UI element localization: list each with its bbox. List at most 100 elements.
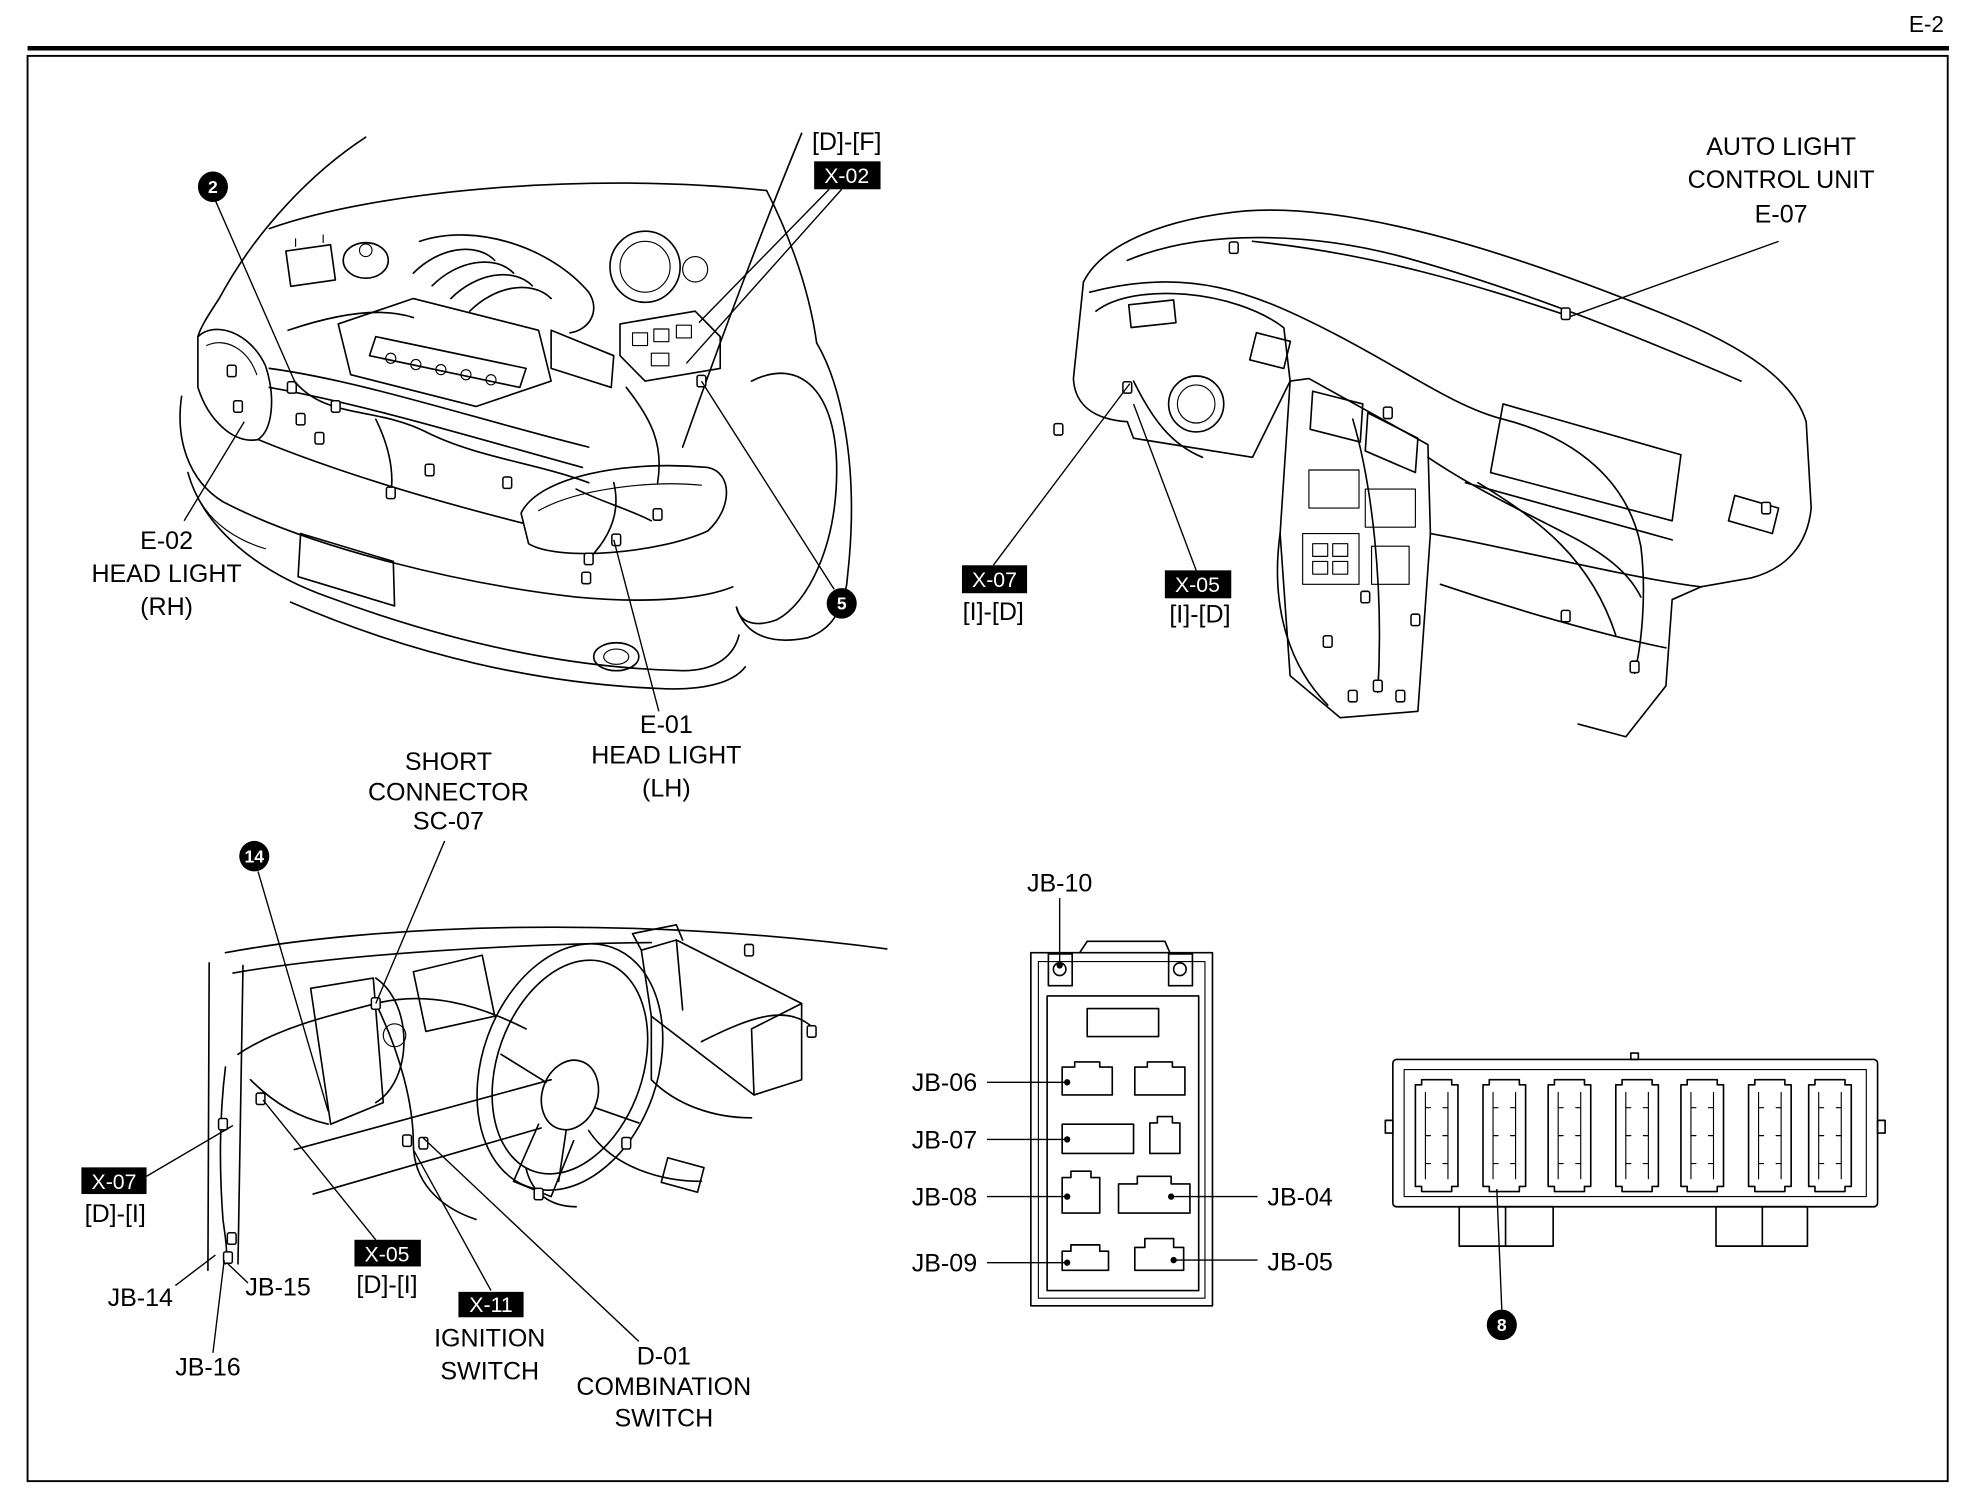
x05-bottom-range: [D]-[I] xyxy=(356,1271,417,1299)
callout-8-marker xyxy=(1486,1309,1517,1341)
x11-label: X-11 xyxy=(469,1293,512,1317)
engine-bay-drawing xyxy=(179,132,853,690)
junction-block-drawing xyxy=(1030,940,1214,1307)
jb14-label: JB-14 xyxy=(108,1284,173,1312)
leader-line-callout-2 xyxy=(214,200,297,384)
leader-line-auto-light-unit xyxy=(1570,240,1779,317)
leader-line-x02-b xyxy=(685,188,843,364)
combination-switch-line2: SWITCH xyxy=(614,1404,713,1432)
head-light-rh-shape xyxy=(197,328,273,441)
jb04-label: JB-04 xyxy=(1267,1183,1332,1211)
callout-5: 5 xyxy=(837,594,847,614)
callout-2-marker xyxy=(197,171,228,202)
callout-5-marker xyxy=(826,588,857,619)
jb08-label: JB-08 xyxy=(912,1183,977,1211)
leader-line-x05-bottom xyxy=(262,1099,377,1241)
leader-line-callout-8 xyxy=(1496,1188,1503,1310)
leader-line-head-light-rh xyxy=(183,421,245,522)
leader-line-x07-top xyxy=(992,383,1131,566)
x07-top-label: X-07 xyxy=(972,568,1017,592)
callout-8: 8 xyxy=(1497,1315,1507,1335)
head-light-rh-code: E-02 xyxy=(140,527,193,555)
x07-top-label-box xyxy=(961,565,1028,594)
fuse-block-connector-2 xyxy=(1482,1078,1527,1193)
fuse-block-connector-1 xyxy=(1414,1078,1459,1193)
x05-bottom-label-box xyxy=(354,1239,421,1267)
ignition-switch-line2: SWITCH xyxy=(440,1357,539,1385)
gauge xyxy=(1167,375,1225,433)
auto-light-unit-code: E-07 xyxy=(1755,200,1808,228)
fuse-block-connector-7 xyxy=(1807,1078,1853,1193)
leader-line-jb16 xyxy=(212,1260,225,1353)
leader-line-head-light-lh xyxy=(613,539,660,712)
short-connector-code: SC-07 xyxy=(413,807,484,835)
x07-top-range: [I]-[D] xyxy=(963,598,1024,626)
x11-label-box xyxy=(458,1291,524,1318)
x05-top-label: X-05 xyxy=(1175,573,1220,597)
x07-bottom-label: X-07 xyxy=(91,1170,136,1194)
callout-14: 14 xyxy=(245,846,265,866)
head-light-rh-side: (RH) xyxy=(140,593,193,621)
x05-top-label-box xyxy=(1164,570,1232,599)
leader-line-short-connector xyxy=(375,840,446,1004)
x02-label-box xyxy=(814,161,881,190)
fuse-block-connector-3 xyxy=(1547,1078,1592,1193)
fuse-block-connector-4 xyxy=(1614,1078,1660,1193)
fuse-slot xyxy=(1086,1007,1160,1038)
auto-light-unit-line2: CONTROL UNIT xyxy=(1688,166,1875,194)
relay-box xyxy=(619,310,722,382)
combination-switch-line1: COMBINATION xyxy=(576,1373,751,1401)
license-plate xyxy=(297,532,396,607)
jb16-label: JB-16 xyxy=(175,1354,240,1382)
fuse-block-connector-5 xyxy=(1680,1078,1725,1193)
x02-range-label: [D]-[F] xyxy=(812,128,882,156)
head-light-lh-side: (LH) xyxy=(642,774,691,802)
x07-bottom-label-box xyxy=(81,1167,147,1195)
x07-bottom-range: [D]-[I] xyxy=(85,1200,146,1228)
jb05-connector xyxy=(1133,1237,1185,1272)
jb07-connector xyxy=(1061,1123,1135,1155)
head-light-lh-code: E-01 xyxy=(640,711,693,739)
steering-area-drawing xyxy=(207,923,888,1272)
jb06-label: JB-06 xyxy=(912,1069,977,1097)
jb04-connector xyxy=(1117,1175,1191,1214)
callout-2: 2 xyxy=(208,177,218,197)
leader-line-x05-top xyxy=(1132,403,1197,571)
leader-line-combination-switch xyxy=(422,1137,640,1342)
short-connector-line2: CONNECTOR xyxy=(368,778,529,806)
short-connector-line1: SHORT xyxy=(405,748,492,776)
leader-line-x02-a xyxy=(698,188,830,324)
callout-14-marker xyxy=(239,840,270,872)
page-frame xyxy=(26,54,1949,1483)
brake-booster xyxy=(609,230,681,304)
head-light-lh-name: HEAD LIGHT xyxy=(591,741,741,769)
jb05-label: JB-05 xyxy=(1267,1248,1332,1276)
leader-line-ignition-switch xyxy=(412,1149,492,1291)
instrument-panel-drawing xyxy=(1053,209,1813,738)
fuse-block-connector-6 xyxy=(1747,1078,1792,1193)
fuse-block-drawing xyxy=(1384,1052,1886,1247)
combination-switch-code: D-01 xyxy=(637,1342,691,1370)
jb06-connector xyxy=(1061,1061,1114,1096)
page-id: E-2 xyxy=(1909,11,1944,37)
head-light-rh-name: HEAD LIGHT xyxy=(91,560,241,588)
jb08-connector xyxy=(1061,1170,1101,1214)
jb07-label: JB-07 xyxy=(912,1126,977,1154)
x02-label: X-02 xyxy=(824,164,869,188)
jb09-label: JB-09 xyxy=(912,1249,977,1277)
leader-line-jb14 xyxy=(174,1254,216,1287)
x05-top-range: [I]-[D] xyxy=(1169,600,1230,628)
x05-bottom-label: X-05 xyxy=(365,1242,410,1266)
steering-wheel xyxy=(476,943,664,1192)
coolant-reservoir xyxy=(342,241,390,280)
steering-column xyxy=(512,1123,575,1198)
jb15-label: JB-15 xyxy=(245,1274,310,1302)
ignition-switch-line1: IGNITION xyxy=(434,1324,545,1352)
leader-line-callout-5 xyxy=(700,380,835,590)
leader-line-callout-14 xyxy=(257,871,329,1112)
leader-line-x07-bottom xyxy=(146,1124,234,1177)
jb10-label: JB-10 xyxy=(1027,870,1092,898)
fog-lamp xyxy=(592,641,640,672)
auto-light-unit-line1: AUTO LIGHT xyxy=(1706,133,1856,161)
